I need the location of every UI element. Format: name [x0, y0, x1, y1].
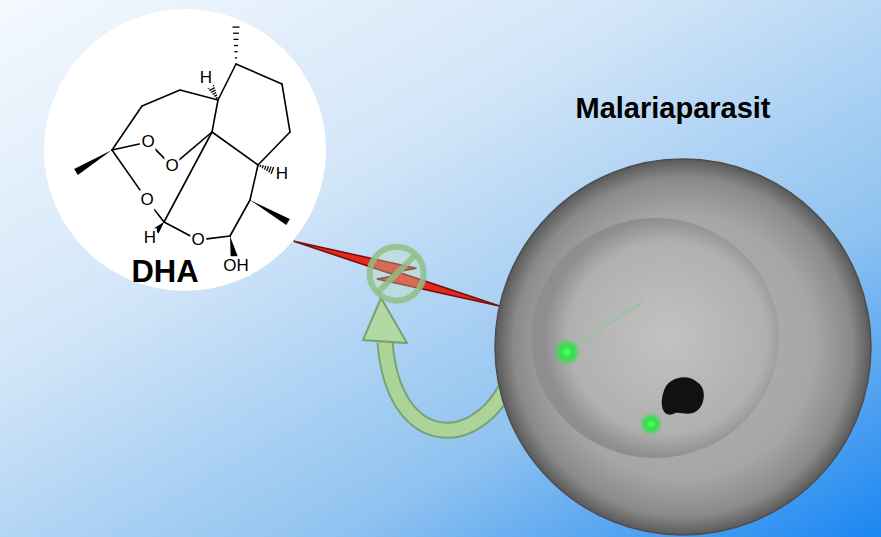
atom-label: H — [143, 228, 157, 248]
hashed-bond — [216, 97, 218, 98]
white-disc — [44, 9, 326, 291]
wedge-bond — [230, 236, 238, 258]
bond-line — [142, 90, 180, 106]
atom-label: OH — [222, 256, 250, 276]
bond-line — [236, 64, 282, 84]
hemozoin-blob — [662, 377, 704, 414]
atom-label: H — [275, 164, 289, 184]
molecule-circle: HOOOHOOHHDHA — [43, 8, 327, 292]
prohibition-circle — [370, 247, 424, 301]
atom-label: O — [164, 156, 179, 176]
hashed-bond — [264, 166, 265, 170]
curved-arrow-outline — [385, 342, 505, 430]
green-spot — [553, 338, 581, 366]
wedge-bond — [74, 150, 112, 175]
hashed-bond — [213, 92, 217, 94]
bond-line — [180, 90, 218, 100]
bond-line — [179, 132, 212, 160]
bond-line — [212, 100, 218, 132]
hashed-bond — [209, 88, 214, 91]
atom-label: O — [190, 230, 205, 250]
hashed-bond — [211, 90, 216, 92]
molecule-svg — [43, 8, 327, 292]
wedge-bond — [250, 200, 290, 225]
hashed-bond — [259, 165, 261, 167]
lightning-connector — [294, 241, 500, 306]
molecule-name: DHA — [131, 254, 198, 290]
cell-svg — [493, 88, 875, 537]
prohibition-slash — [378, 255, 416, 293]
cell-inner — [531, 218, 779, 458]
atom-label: O — [139, 190, 154, 210]
hashed-bond — [234, 51, 237, 52]
faint-trace — [575, 302, 643, 346]
curved-arrow-body — [385, 342, 505, 430]
lightning-bolt — [294, 241, 500, 306]
cell-body — [495, 159, 871, 535]
bond-line — [282, 84, 290, 132]
bond-line — [112, 144, 139, 150]
hashed-bond — [262, 165, 263, 168]
atom-label: H — [199, 68, 213, 88]
hashed-bond — [267, 166, 269, 171]
atom-label: O — [140, 132, 155, 152]
hashed-bond — [233, 39, 238, 40]
hashed-bond — [271, 167, 273, 174]
bond-line — [112, 150, 142, 193]
cell-heading: Malariaparasit — [575, 92, 770, 125]
hashed-bond — [269, 167, 271, 173]
curved-arrow-head — [363, 298, 407, 343]
bond-line — [207, 236, 230, 239]
parasite-cell: Malariaparasit — [493, 88, 875, 537]
bond-line — [258, 132, 290, 165]
bond-line — [112, 106, 142, 150]
bond-line — [230, 200, 250, 236]
hashed-bond — [214, 95, 217, 97]
bond-line — [164, 222, 190, 236]
hashed-bond — [235, 57, 237, 58]
bond-line — [218, 64, 236, 100]
bond-line — [164, 132, 212, 222]
green-spot — [639, 412, 663, 436]
hashed-bond — [234, 45, 238, 46]
bond-line — [212, 132, 258, 165]
hashed-bond — [233, 33, 239, 34]
hashed-bond — [232, 26, 239, 27]
bond-line — [250, 165, 258, 200]
